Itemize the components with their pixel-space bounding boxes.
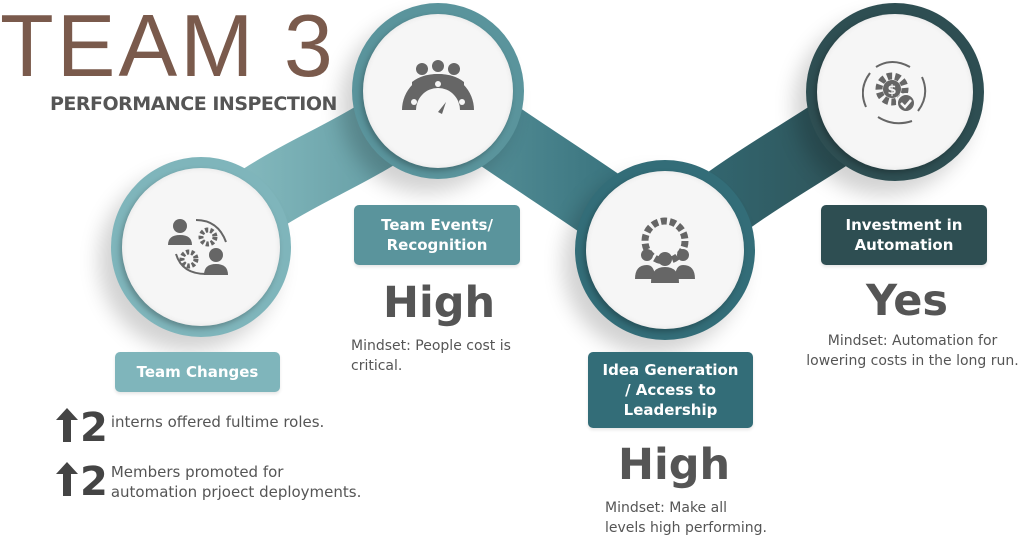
step-label-team-changes: Team Changes (115, 352, 280, 392)
step-circle-team-changes (111, 157, 291, 337)
stat-value: 2 (80, 405, 108, 451)
step-circle-investment: $ (806, 3, 984, 181)
svg-text:$: $ (887, 83, 896, 98)
step-circle-team-events (352, 3, 524, 179)
label-line: Leadership (623, 401, 718, 420)
mindset-line: Mindset: Make all (605, 500, 727, 516)
arrow-up-icon (56, 462, 78, 496)
arrow-up-icon (56, 408, 78, 442)
page-subtitle: PERFORMANCE INSPECTION (50, 93, 337, 115)
stat-promotions: 2 Members promoted for automation prjoect… (56, 462, 361, 503)
mindset-investment: Mindset: Automation for lowering costs in… (800, 332, 1024, 371)
step-label-team-events: Team Events/Recognition (354, 205, 520, 265)
label-text: Team Changes (136, 362, 259, 381)
mindset-idea-generation: Mindset: Make all levels high performing. (605, 499, 767, 538)
mindset-line: critical. (351, 357, 403, 374)
label-line: Recognition (386, 236, 488, 254)
page-title: TEAM 3 (0, 0, 336, 95)
label-line: Investment in (845, 215, 963, 234)
stat-text: Members promoted for automation prjoect d… (111, 462, 362, 503)
label-line: / Access to (625, 380, 716, 399)
rating-team-events: High (383, 278, 496, 328)
mindset-line: Mindset: People cost is (351, 338, 511, 354)
mindset-line: lowering costs in the long run. (806, 352, 1019, 369)
step-label-idea-generation: Idea Generation/ Access to Leadership (588, 352, 753, 428)
automation-cost-icon: $ (862, 61, 927, 125)
stat-interns: 2 interns offered fultime roles. (56, 408, 324, 448)
team-rating-gauge-icon (402, 60, 474, 114)
label-line: Team Events/ (381, 215, 493, 234)
rating-idea-generation: High (618, 440, 731, 490)
stat-value: 2 (80, 459, 108, 505)
label-line: Automation (854, 236, 954, 254)
stat-text-line: Members promoted for (110, 463, 284, 481)
step-label-investment: Investment in Automation (821, 205, 987, 265)
step-circle-idea-generation (575, 160, 755, 340)
stat-text: interns offered fultime roles. (110, 413, 325, 431)
rating-investment: Yes (866, 276, 948, 326)
team-change-cycle-icon (168, 219, 228, 275)
label-line: Idea Generation (602, 360, 739, 379)
mindset-line: levels high performing. (605, 519, 768, 536)
mindset-line: Mindset: Automation for (827, 333, 998, 349)
stat-text-line: automation prjoect deployments. (110, 483, 362, 502)
mindset-team-events: Mindset: People cost is critical. (351, 337, 511, 376)
team-gear-icon (635, 217, 695, 283)
